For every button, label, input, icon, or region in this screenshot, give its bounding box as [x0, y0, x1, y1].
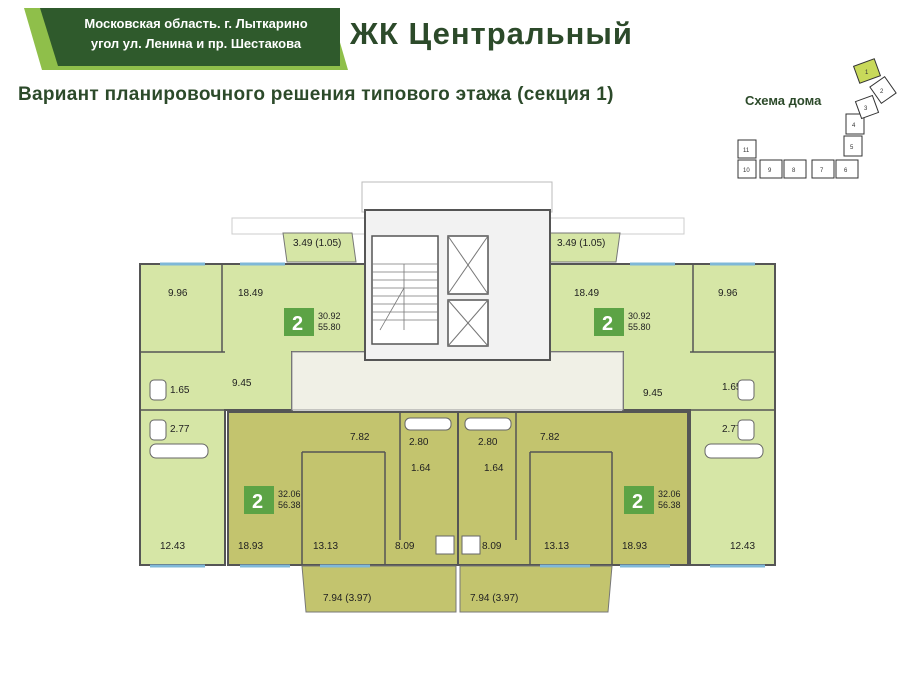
loggia-bottom-left: [301, 565, 457, 613]
page-title: ЖК Центральный: [350, 16, 633, 51]
area-bath-bottom-left: 2.80: [409, 437, 429, 448]
header-address-plate: [40, 8, 340, 66]
address-line-2: угол ул. Ленина и пр. Шестакова: [90, 36, 302, 51]
area-kitchen-bottom-right: 8.09: [482, 541, 502, 552]
area-loggia-top-right: 3.49 (1.05): [557, 238, 605, 249]
area-wc-top-right: 1.65: [722, 382, 742, 393]
total-area-bottom-left: 56.38: [278, 500, 301, 510]
area-kitchen-top-left: 9.96: [168, 288, 188, 299]
area-loggia-bottom-right: 7.94 (3.97): [470, 593, 518, 604]
area-bedroom-top-right: 12.43: [730, 541, 755, 552]
header-band: [24, 8, 348, 70]
area-bedroom-bottom-left: 13.13: [313, 541, 338, 552]
total-area-bottom-right: 56.38: [658, 500, 681, 510]
living-area-top-right: 30.92: [628, 311, 651, 321]
rooms-top-right: 2: [602, 313, 613, 335]
stair-steps: [372, 263, 438, 331]
address-block: Московская область. г. Лыткарино угол ул…: [58, 14, 334, 54]
rooms-top-left: 2: [292, 313, 303, 335]
address-line-1: Московская область. г. Лыткарино: [84, 16, 308, 31]
area-room-top-left: 18.49: [238, 288, 263, 299]
area-hall-top-left: 9.45: [232, 378, 252, 389]
area-hall-bottom-right: 7.82: [540, 432, 560, 443]
living-area-bottom-left: 32.06: [278, 489, 301, 499]
house-scheme-label: Схема дома: [745, 93, 822, 108]
area-room-top-right: 18.49: [574, 288, 599, 299]
area-loggia-bottom-left: 7.94 (3.97): [323, 593, 371, 604]
badge-bottom-left: [244, 486, 274, 514]
area-wc-bottom-left: 1.64: [411, 463, 431, 474]
area-kitchen-bottom-left: 8.09: [395, 541, 415, 552]
floor-plan-subtitle: Вариант планировочного решения типового …: [18, 84, 614, 105]
area-bedroom-bottom-right: 13.13: [544, 541, 569, 552]
badge-bottom-right: [624, 486, 654, 514]
loggia-top-left: [282, 232, 357, 263]
total-area-top-left: 55.80: [318, 322, 341, 332]
area-bath-top-right: 2.77: [722, 424, 742, 435]
area-room-bottom-right: 18.93: [622, 541, 647, 552]
area-bedroom-top-left: 12.43: [160, 541, 185, 552]
living-area-bottom-right: 32.06: [658, 489, 681, 499]
area-wc-bottom-right: 1.64: [484, 463, 504, 474]
area-bath-bottom-right: 2.80: [478, 437, 498, 448]
area-hall-bottom-left: 7.82: [350, 432, 370, 443]
area-loggia-top-left: 3.49 (1.05): [293, 238, 341, 249]
badge-top-left: [284, 308, 314, 336]
rooms-bottom-right: 2: [632, 491, 643, 513]
loggia-bottom-right: [459, 565, 613, 613]
total-area-top-right: 55.80: [628, 322, 651, 332]
windows: [150, 262, 765, 568]
area-kitchen-top-right: 9.96: [718, 288, 738, 299]
area-wc-top-left: 1.65: [170, 385, 190, 396]
plumbing-fixtures: [149, 379, 764, 555]
top-roof-outline: [361, 181, 553, 213]
area-hall-top-right: 9.45: [643, 388, 663, 399]
rooms-bottom-left: 2: [252, 491, 263, 513]
staircase: [371, 235, 439, 345]
area-room-bottom-left: 18.93: [238, 541, 263, 552]
area-bath-top-left: 2.77: [170, 424, 190, 435]
interior-walls: [140, 264, 775, 565]
badge-top-right: [594, 308, 624, 336]
living-area-top-left: 30.92: [318, 311, 341, 321]
